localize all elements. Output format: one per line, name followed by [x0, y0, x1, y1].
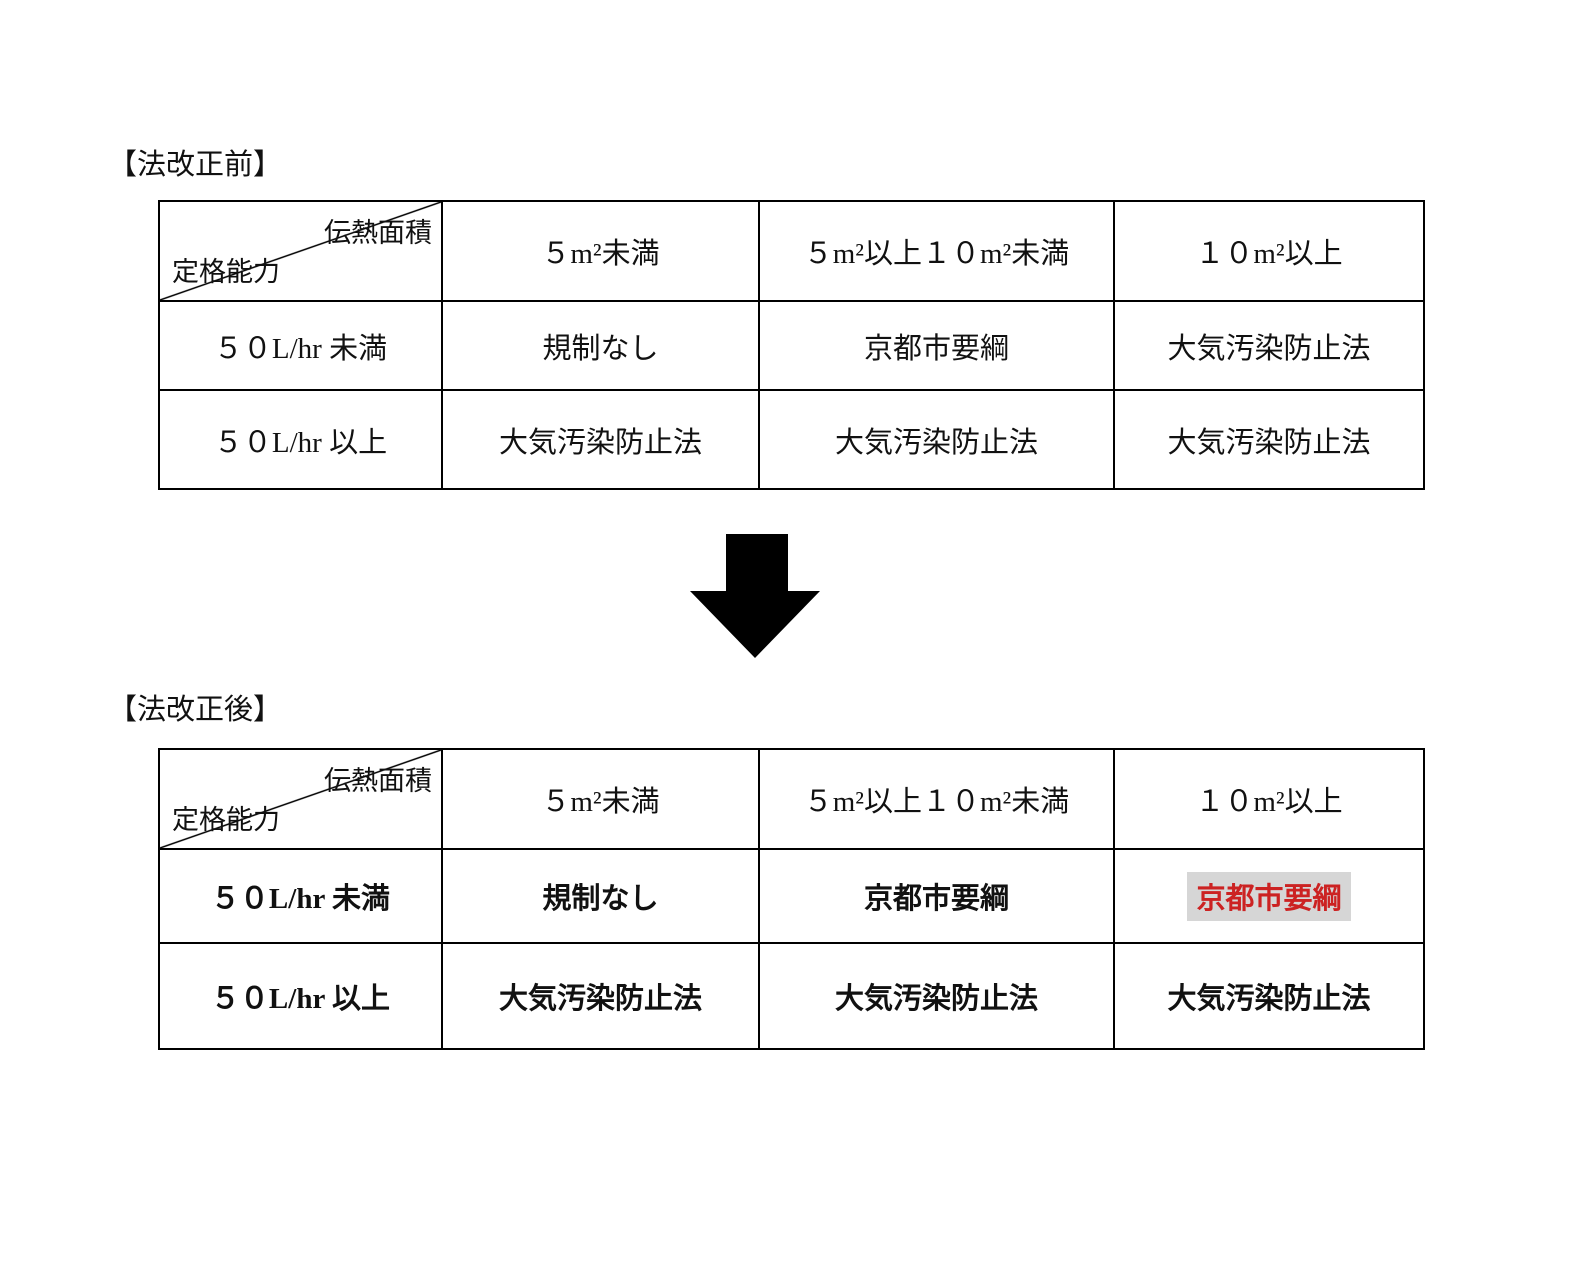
before-cell-r0-c0: 規制なし — [441, 300, 760, 391]
before-corner-header-cell: 伝熱面積 定格能力 — [158, 200, 443, 302]
after-column-header-5-to-10m2: ５m²以上１０m²未満 — [758, 748, 1115, 850]
after-cell-r0-c0: 規制なし — [441, 848, 760, 944]
after-table: 伝熱面積 定格能力 ５m²未満 ５m²以上１０m²未満 １０m²以上 ５０L/h… — [158, 748, 1425, 1050]
after-section-title: 【法改正後】 — [108, 694, 283, 726]
after-cell-r0-c2-changed: 京都市要綱 — [1113, 848, 1425, 944]
after-table-header-row: 伝熱面積 定格能力 ５m²未満 ５m²以上１０m²未満 １０m²以上 — [158, 748, 1425, 850]
before-table-row-over-50lhr: ５０L/hr 以上 大気汚染防止法 大気汚染防止法 大気汚染防止法 — [158, 389, 1425, 490]
after-cell-r1-c1: 大気汚染防止法 — [758, 942, 1115, 1050]
after-cell-r1-c2: 大気汚染防止法 — [1113, 942, 1425, 1050]
down-arrow-icon — [690, 534, 820, 658]
before-table-row-under-50lhr: ５０L/hr 未満 規制なし 京都市要綱 大気汚染防止法 — [158, 300, 1425, 391]
after-column-header-over-10m2: １０m²以上 — [1113, 748, 1425, 850]
before-cell-r1-c0: 大気汚染防止法 — [441, 389, 760, 490]
before-cell-r0-c2: 大気汚染防止法 — [1113, 300, 1425, 391]
before-column-header-under-5m2: ５m²未満 — [441, 200, 760, 302]
before-column-header-over-10m2: １０m²以上 — [1113, 200, 1425, 302]
after-row-header-over-50lhr: ５０L/hr 以上 — [158, 942, 443, 1050]
after-column-header-under-5m2: ５m²未満 — [441, 748, 760, 850]
corner-label-rated-capacity: 定格能力 — [172, 805, 280, 835]
after-table-row-over-50lhr: ５０L/hr 以上 大気汚染防止法 大気汚染防止法 大気汚染防止法 — [158, 942, 1425, 1050]
after-corner-header-cell: 伝熱面積 定格能力 — [158, 748, 443, 850]
after-row-header-under-50lhr: ５０L/hr 未満 — [158, 848, 443, 944]
corner-label-heat-transfer-area: 伝熱面積 — [324, 218, 432, 248]
before-cell-r1-c1: 大気汚染防止法 — [758, 389, 1115, 490]
before-table-header-row: 伝熱面積 定格能力 ５m²未満 ５m²以上１０m²未満 １０m²以上 — [158, 200, 1425, 302]
before-row-header-over-50lhr: ５０L/hr 以上 — [158, 389, 443, 490]
before-cell-r1-c2: 大気汚染防止法 — [1113, 389, 1425, 490]
before-cell-r0-c1: 京都市要綱 — [758, 300, 1115, 391]
before-row-header-under-50lhr: ５０L/hr 未満 — [158, 300, 443, 391]
before-table: 伝熱面積 定格能力 ５m²未満 ５m²以上１０m²未満 １０m²以上 ５０L/h… — [158, 200, 1425, 490]
after-cell-r0-c1: 京都市要綱 — [758, 848, 1115, 944]
after-cell-r1-c0: 大気汚染防止法 — [441, 942, 760, 1050]
after-table-row-under-50lhr: ５０L/hr 未満 規制なし 京都市要綱 京都市要綱 — [158, 848, 1425, 944]
changed-regulation-highlight: 京都市要綱 — [1187, 871, 1351, 921]
before-column-header-5-to-10m2: ５m²以上１０m²未満 — [758, 200, 1115, 302]
before-section-title: 【法改正前】 — [108, 149, 283, 181]
corner-label-rated-capacity: 定格能力 — [172, 257, 280, 287]
corner-label-heat-transfer-area: 伝熱面積 — [324, 766, 432, 796]
